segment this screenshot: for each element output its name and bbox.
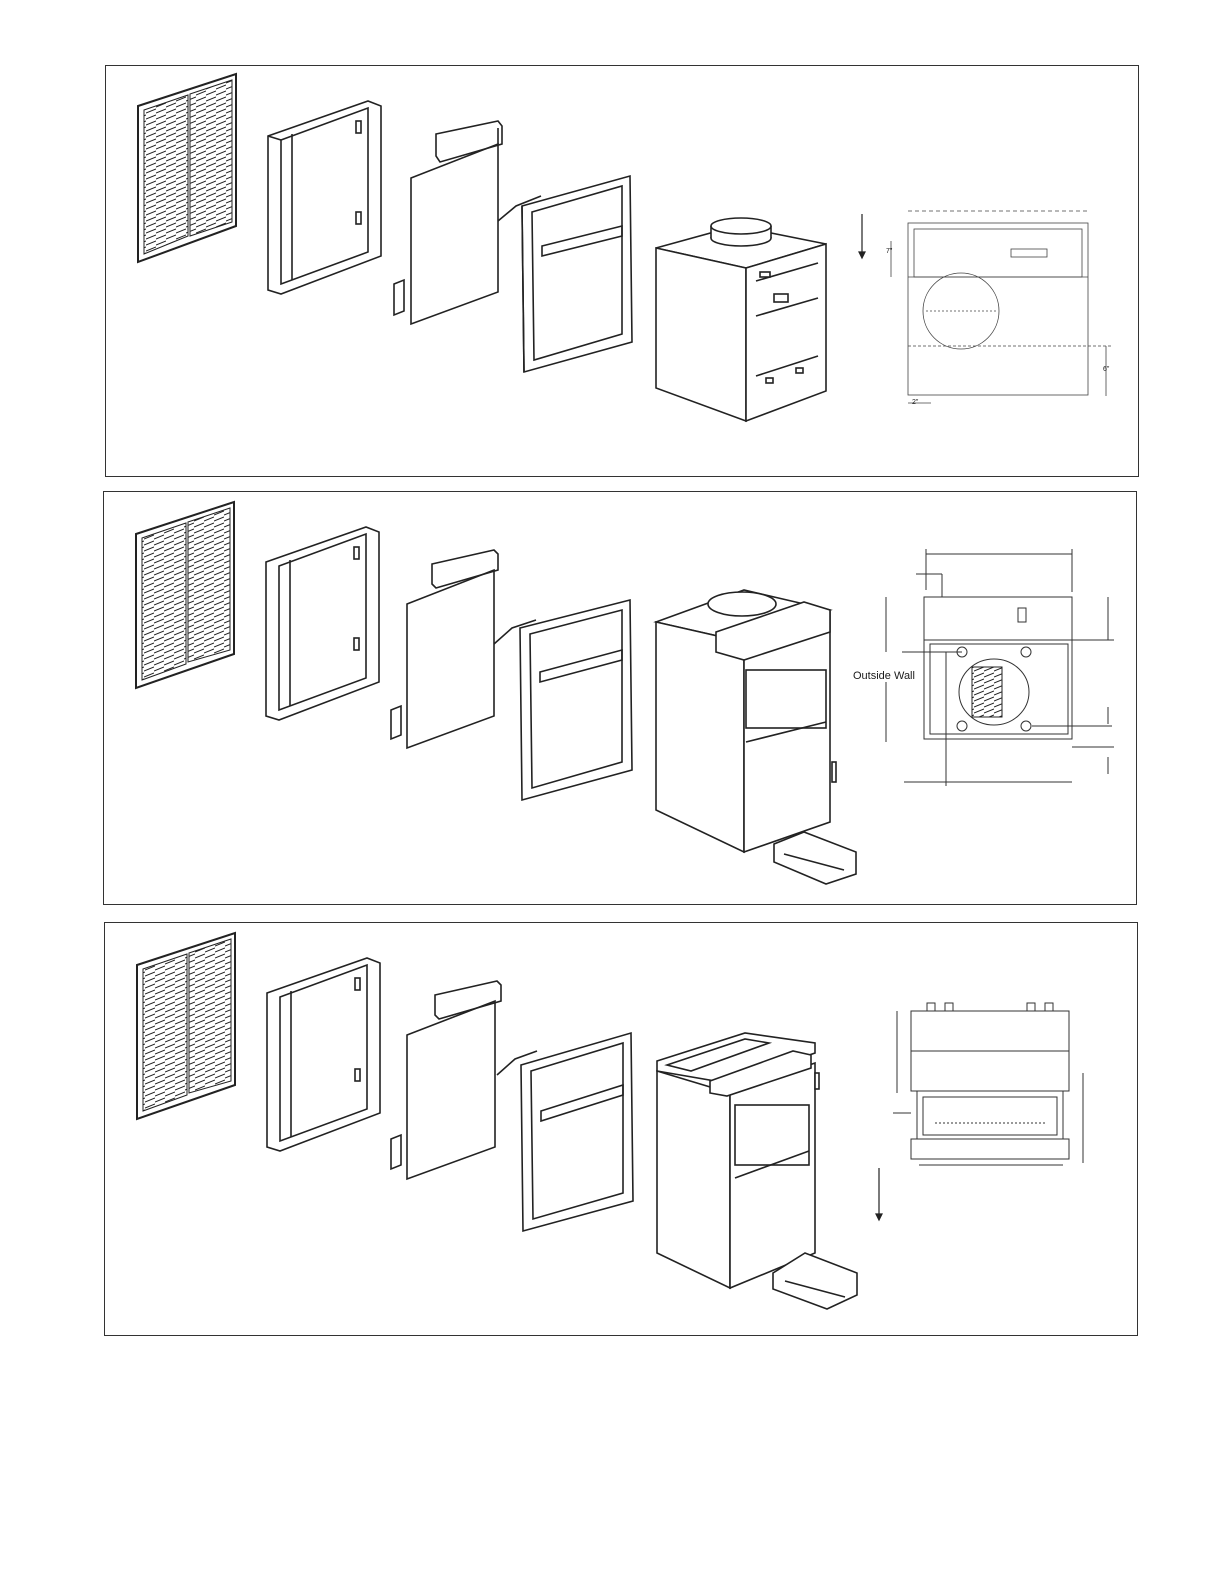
wall-sleeve-frame xyxy=(266,527,379,720)
louvered-grille xyxy=(136,502,234,688)
ac-unit xyxy=(656,218,826,421)
exploded-view-3 xyxy=(105,923,1139,1337)
damper-panel xyxy=(394,121,541,324)
dimension-top-label: 7" xyxy=(886,248,892,255)
sleeve-with-shelf xyxy=(521,1033,633,1231)
installation-panel-1: 7" 6" 2" xyxy=(105,65,1139,477)
dimension-drawing-2 xyxy=(886,549,1114,786)
ac-unit xyxy=(656,590,856,884)
exploded-view-2 xyxy=(104,492,1138,906)
dimension-right-label: 6" xyxy=(1103,366,1109,373)
wall-sleeve-frame xyxy=(268,101,381,294)
ac-unit xyxy=(657,1033,857,1309)
dimension-drawing-3 xyxy=(893,1003,1083,1165)
outside-wall-label: Outside Wall xyxy=(853,670,915,682)
down-arrow xyxy=(876,1168,882,1220)
sleeve-with-shelf xyxy=(520,600,632,800)
installation-panel-3 xyxy=(104,922,1138,1336)
exploded-view-1 xyxy=(106,66,1140,478)
damper-panel xyxy=(391,550,536,748)
dimension-drawing-1 xyxy=(891,211,1111,403)
installation-panel-2: Outside Wall xyxy=(103,491,1137,905)
damper-panel xyxy=(391,981,537,1179)
dimension-left-bottom-label: 2" xyxy=(912,399,918,406)
wall-sleeve-frame xyxy=(267,958,380,1151)
louvered-grille xyxy=(138,74,236,262)
sleeve-with-shelf xyxy=(522,176,632,372)
down-arrow xyxy=(859,214,865,258)
louvered-grille xyxy=(137,933,235,1119)
